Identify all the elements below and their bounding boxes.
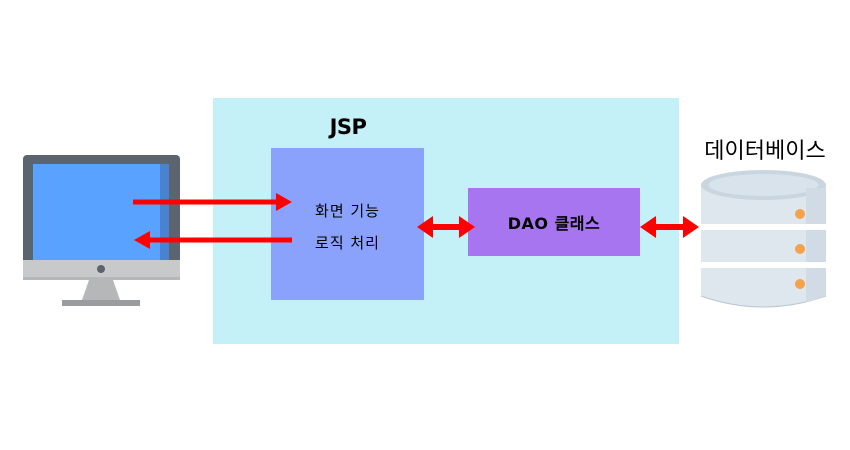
database-icon bbox=[700, 170, 827, 308]
response-arrow bbox=[134, 231, 292, 249]
jsp-function-label: 화면 기능 bbox=[315, 202, 380, 220]
database-label: 데이터베이스 bbox=[704, 139, 826, 164]
monitor-icon bbox=[23, 155, 180, 306]
jsp-box bbox=[271, 148, 424, 300]
jsp-logic-label: 로직 처리 bbox=[315, 234, 380, 252]
jsp-title: JSP bbox=[329, 115, 367, 139]
dao-box: DAO 클래스 bbox=[468, 188, 640, 256]
dao-label: DAO 클래스 bbox=[507, 214, 601, 233]
jsp-dao-arrow bbox=[417, 216, 475, 238]
dao-db-arrow bbox=[640, 216, 699, 238]
request-arrow bbox=[133, 193, 292, 211]
